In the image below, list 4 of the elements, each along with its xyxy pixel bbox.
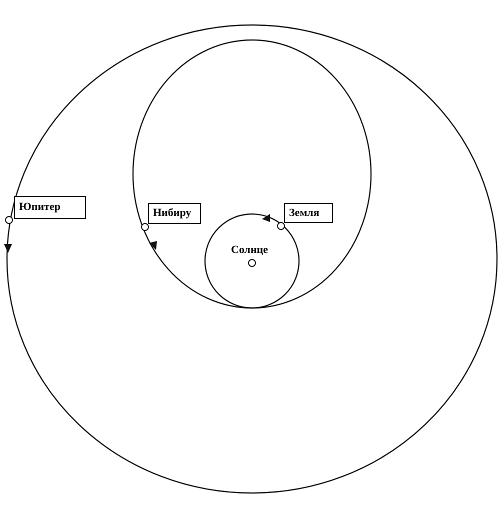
label-box: Юпитер <box>14 196 86 219</box>
label-box: Нибиру <box>148 203 201 224</box>
label-box: Земля <box>284 203 333 223</box>
sun-label: Солнце <box>231 245 268 256</box>
